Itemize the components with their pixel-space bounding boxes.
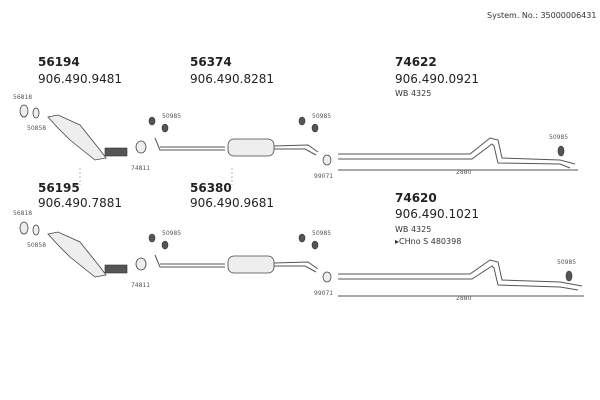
middle-silencer-drawing — [148, 116, 332, 166]
dimension-label: 2880 — [456, 295, 471, 302]
callout: 50985 — [312, 230, 331, 237]
callout: 56818 — [13, 94, 32, 101]
callout: 99071 — [314, 290, 333, 297]
dimension-label: 2880 — [456, 169, 471, 176]
wheelbase-note: WB 4325 — [395, 89, 431, 98]
chassis-note: ▸CHno S 480398 — [395, 237, 461, 246]
part-number: 56380 — [190, 181, 232, 195]
rear-pipe-drawing — [338, 259, 584, 297]
oem-number: 906.490.0921 — [395, 72, 479, 86]
part-number: 56374 — [190, 55, 232, 69]
system-number: System. No.: 35000006431 — [487, 11, 596, 20]
rear-pipe-drawing — [338, 137, 578, 171]
callout: 50858 — [27, 125, 46, 132]
exhaust-row-1: 56194 906.490.9481 56374 906.490.8281 74… — [13, 55, 578, 185]
middle-silencer-drawing — [148, 233, 332, 283]
oem-number: 906.490.9481 — [38, 72, 122, 86]
front-pipe-drawing — [19, 221, 147, 278]
callout: 50985 — [162, 230, 181, 237]
oem-number: 906.490.7881 — [38, 196, 122, 210]
oem-number: 906.490.1021 — [395, 207, 479, 221]
callout: 56818 — [13, 210, 32, 217]
callout: 74811 — [131, 165, 150, 172]
callout: 50985 — [312, 113, 331, 120]
part-number: 74620 — [395, 191, 437, 205]
oem-number: 906.490.8281 — [190, 72, 274, 86]
part-number: 56195 — [38, 181, 80, 195]
callout: 50985 — [557, 259, 576, 266]
exhaust-row-2: 56195 906.490.7881 56380 906.490.9681 74… — [13, 181, 584, 302]
wheelbase-note: WB 4325 — [395, 225, 431, 234]
part-number: 74622 — [395, 55, 437, 69]
callout: 50985 — [162, 113, 181, 120]
front-pipe-drawing — [19, 104, 147, 161]
callout: 50858 — [27, 242, 46, 249]
callout: 50985 — [549, 134, 568, 141]
part-number: 56194 — [38, 55, 80, 69]
callout: 74811 — [131, 282, 150, 289]
callout: 99071 — [314, 173, 333, 180]
oem-number: 906.490.9681 — [190, 196, 274, 210]
